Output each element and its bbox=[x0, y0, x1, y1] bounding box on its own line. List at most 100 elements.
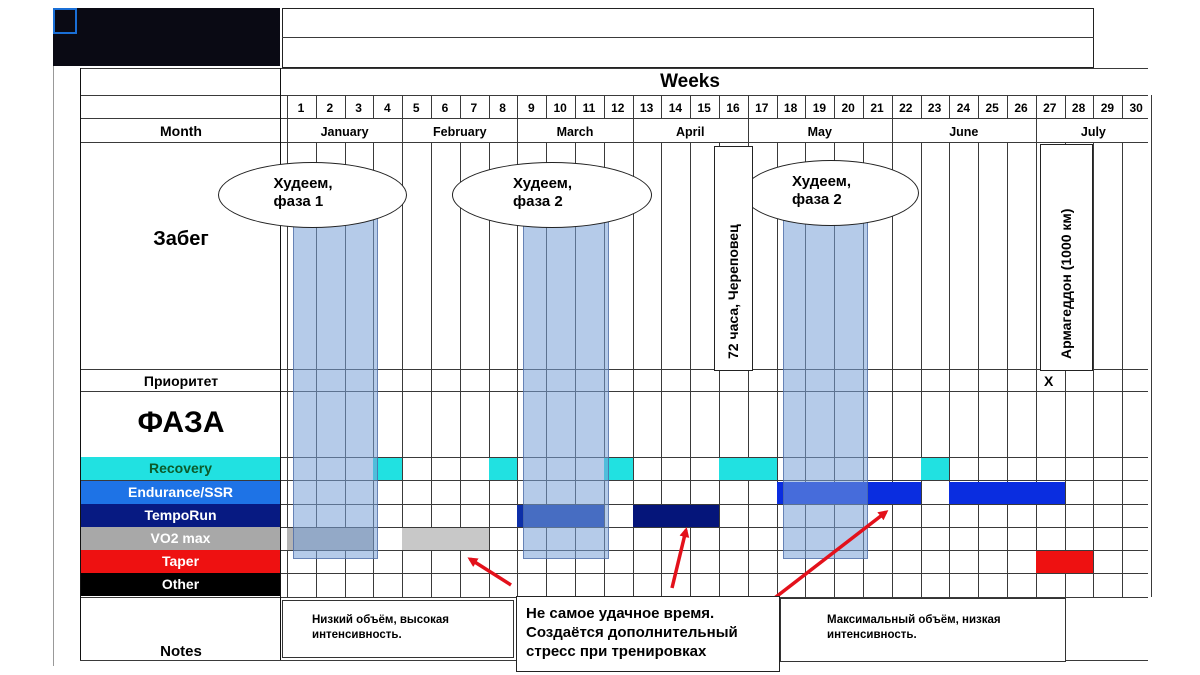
plan-fill bbox=[1035, 551, 1094, 573]
plan-fill bbox=[632, 505, 719, 527]
week-number: 5 bbox=[412, 101, 420, 115]
grid-vline bbox=[633, 95, 634, 118]
grid-vline bbox=[949, 142, 950, 597]
week-number: 27 bbox=[1043, 101, 1057, 115]
weight-phase-ellipse bbox=[218, 162, 407, 228]
grid-vline bbox=[1007, 95, 1008, 118]
grid-vline bbox=[1007, 142, 1008, 597]
grid-vline bbox=[53, 66, 54, 666]
grid-vline bbox=[575, 95, 576, 118]
week-number: 12 bbox=[611, 101, 625, 115]
month-name: July bbox=[1080, 125, 1106, 139]
week-number: 23 bbox=[927, 101, 942, 115]
grid-vline bbox=[805, 95, 806, 118]
grid-hline bbox=[80, 68, 1148, 69]
plan-fill bbox=[920, 458, 950, 480]
category-label: Recovery bbox=[148, 460, 213, 476]
week-number: 16 bbox=[726, 101, 740, 115]
grid-vline bbox=[1093, 95, 1094, 118]
grid-vline bbox=[287, 118, 288, 142]
grid-vline bbox=[287, 95, 288, 118]
grid-vline bbox=[978, 142, 979, 597]
weight-phase-line2: фаза 1 bbox=[273, 193, 324, 210]
week-number: 7 bbox=[470, 101, 478, 115]
note-text-1: Низкий объём, высокая интенсивность. bbox=[312, 614, 450, 641]
week-number: 8 bbox=[499, 101, 506, 115]
grid-vline bbox=[921, 142, 922, 597]
category-label: Taper bbox=[161, 553, 200, 569]
plan-fill bbox=[488, 458, 518, 480]
grid-hline bbox=[1068, 504, 1148, 505]
grid-hline bbox=[80, 550, 1148, 551]
grid-vline bbox=[287, 142, 288, 597]
week-number: 18 bbox=[783, 101, 798, 115]
note-box-2 bbox=[516, 596, 780, 672]
month-name: January bbox=[320, 125, 369, 139]
week-number: 26 bbox=[1014, 101, 1028, 115]
grid-vline bbox=[921, 95, 922, 118]
grid-vline bbox=[978, 95, 979, 118]
grid-vline bbox=[402, 142, 403, 597]
month-name: March bbox=[556, 125, 594, 139]
grid-vline bbox=[489, 142, 490, 597]
week-number: 4 bbox=[384, 101, 391, 115]
weight-phase-line2: фаза 2 bbox=[792, 191, 842, 208]
month-name: May bbox=[807, 125, 832, 139]
category-recovery: Recovery bbox=[81, 457, 280, 480]
grid-vline bbox=[777, 142, 778, 597]
plan-fill bbox=[949, 482, 1065, 504]
weight-phase-line1: Худеем, bbox=[792, 173, 852, 190]
grid-hline bbox=[1068, 95, 1148, 96]
week-number: 11 bbox=[582, 101, 596, 115]
week-number: 2 bbox=[326, 101, 334, 115]
phase-label: ФАЗА bbox=[137, 406, 225, 439]
selected-cell-marker[interactable] bbox=[53, 8, 77, 34]
grid-vline bbox=[834, 95, 835, 118]
weight-phase-line2: фаза 2 bbox=[513, 193, 563, 210]
grid-vline bbox=[892, 118, 893, 142]
header-divider bbox=[282, 37, 1094, 38]
grid-vline bbox=[1093, 142, 1094, 597]
weight-phase-band bbox=[523, 210, 609, 559]
grid-hline bbox=[1068, 573, 1148, 574]
grid-vline bbox=[1036, 118, 1037, 142]
grid-vline bbox=[431, 95, 432, 118]
grid-vline bbox=[892, 142, 893, 597]
week-number: 14 bbox=[668, 101, 683, 115]
grid-vline bbox=[517, 118, 518, 142]
grid-vline bbox=[1151, 118, 1152, 142]
week-number: 28 bbox=[1071, 101, 1086, 115]
grid-vline bbox=[402, 95, 403, 118]
week-number: 13 bbox=[639, 101, 654, 115]
weight-phase-band bbox=[293, 210, 379, 559]
grid-vline bbox=[489, 95, 490, 118]
grid-vline bbox=[949, 95, 950, 118]
grid-vline bbox=[517, 142, 518, 597]
note-text-3: Максимальный объём, низкая интенсивность… bbox=[827, 614, 1001, 641]
grid-vline bbox=[604, 95, 605, 118]
grid-hline bbox=[80, 118, 1148, 119]
grid-vline bbox=[80, 68, 81, 660]
grid-vline bbox=[719, 95, 720, 118]
week-number: 9 bbox=[528, 101, 535, 115]
grid-vline bbox=[517, 95, 518, 118]
note-text-2: Не самое удачное время. Создаётся дополн… bbox=[526, 605, 738, 660]
grid-hline bbox=[80, 369, 1148, 370]
grid-hline bbox=[1068, 457, 1148, 458]
grid-vline bbox=[633, 142, 634, 597]
week-number: 20 bbox=[841, 101, 855, 115]
week-number: 6 bbox=[441, 101, 449, 115]
grid-hline bbox=[80, 527, 1148, 528]
grid-hline bbox=[80, 504, 1148, 505]
week-number: 21 bbox=[870, 101, 884, 115]
grid-vline bbox=[1036, 142, 1037, 597]
grid-vline bbox=[546, 95, 547, 118]
grid-vline bbox=[777, 95, 778, 118]
weight-phase-band bbox=[782, 210, 868, 559]
arrow-right bbox=[770, 510, 889, 602]
grid-hline bbox=[80, 95, 1148, 96]
weight-phase-line1: Худеем, bbox=[513, 175, 573, 192]
month-label: Month bbox=[160, 123, 202, 139]
grid-vline bbox=[431, 142, 432, 597]
category-other: Other bbox=[81, 573, 280, 596]
